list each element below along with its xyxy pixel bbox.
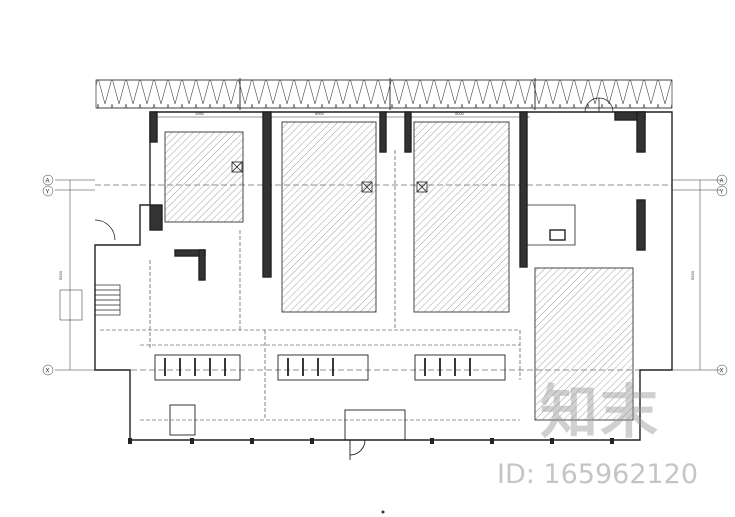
dim-top-3: 5000 [455, 111, 465, 116]
hatch-zone-1 [164, 131, 244, 223]
dim-right-1: 5520 [690, 270, 695, 280]
roof-canopy [95, 78, 673, 110]
grid-label-top-right: A [720, 179, 724, 185]
service-lines [100, 150, 521, 421]
doors [94, 97, 614, 241]
right-dimensions [672, 174, 728, 376]
grid-label-top-left-sub: Y [46, 190, 50, 196]
watermark-id: ID: 165962120 [497, 459, 699, 490]
stair [59, 284, 121, 321]
equipment-markers [231, 161, 428, 193]
entrance [169, 404, 406, 460]
grid-label-bottom-left: X [46, 369, 50, 375]
dim-left-1: 5520 [58, 270, 63, 280]
bottom-marker [381, 510, 385, 514]
grid-bubble-top-left [42, 174, 54, 186]
hatched-zones [164, 121, 634, 421]
grid-bubble-bottom-left [42, 364, 54, 376]
grid-label-top-right-sub: Y [720, 190, 724, 196]
watermark-logo: 知末 [540, 378, 661, 446]
hatch-zone-3 [413, 121, 510, 313]
hatch-zone-4 [534, 267, 634, 421]
grid-label-top-left: A [46, 179, 50, 185]
dim-top-1: 1950 [195, 111, 205, 116]
grid-bubble-bottom-right [716, 364, 728, 376]
equipment-bays [154, 354, 506, 381]
grid-bubble-top-right-sub [716, 185, 728, 197]
left-dimensions [42, 174, 95, 376]
top-dimension-line: 1950 5000 5000 [150, 111, 530, 118]
grid-label-bottom-right: X [720, 369, 724, 375]
grid-bubble-top-left-sub [42, 185, 54, 197]
hatch-zone-2 [281, 121, 377, 313]
dim-top-2: 5000 [315, 111, 325, 116]
columns [128, 438, 614, 444]
grid-bubble-top-right [716, 174, 728, 186]
